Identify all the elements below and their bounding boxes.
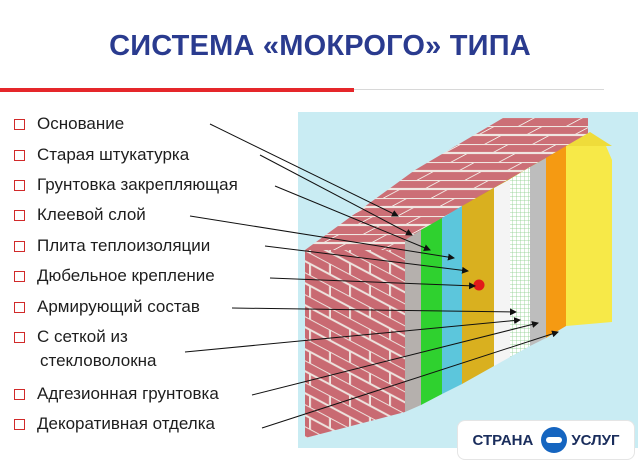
leader-line-gruntovka (274, 185, 431, 251)
watermark-badge: СТРАНА УСЛУГ (458, 421, 634, 459)
checkbox-icon (14, 179, 25, 191)
handshake-icon (541, 427, 568, 453)
layer-adhesion-primer (530, 158, 546, 346)
checkbox-icon (14, 240, 25, 252)
legend-label: Дюбельное крепление (37, 266, 215, 285)
leader-line-shtukaturka (259, 154, 413, 236)
checkbox-icon (14, 301, 25, 313)
legend-label: Старая штукатурка (37, 145, 190, 164)
layer-reinforcing (494, 179, 510, 366)
checkbox-icon (14, 418, 25, 430)
checkbox-icon (14, 388, 25, 400)
layer-adhesive (442, 206, 462, 394)
legend-label: Клеевой слой (37, 205, 146, 224)
legend-label: Армирующий состав (37, 297, 200, 316)
leader-line-kleevoy (189, 215, 455, 261)
legend-label: Адгезионная грунтовка (37, 384, 219, 403)
layer-decorative-mid (546, 146, 566, 338)
title-underline (0, 88, 354, 92)
layer-primer (421, 218, 442, 405)
leader-line-dekor (261, 330, 559, 429)
leader-line-osnovanie (209, 123, 399, 217)
badge-word-2: УСЛУГ (571, 431, 620, 449)
legend-item-plita: Плита теплоизоляции (14, 235, 210, 257)
legend-item-armir: Армирующий состав (14, 296, 200, 318)
legend-label: Плита теплоизоляции (37, 236, 211, 255)
wall-top-face (305, 118, 588, 250)
legend-label: Грунтовка закрепляющая (37, 175, 238, 194)
legend-item-dekor: Декоративная отделка (14, 413, 215, 435)
leader-line-adgez (251, 321, 539, 396)
layer-old-plaster (405, 230, 421, 412)
title-underline-thin (354, 89, 604, 90)
layer-decorative-finish (566, 146, 612, 326)
legend-item-gruntovka: Грунтовка закрепляющая (14, 174, 238, 196)
legend-item-kleevoy: Клеевой слой (14, 204, 146, 226)
page-title: СИСТЕМА «МОКРОГО» ТИПА (109, 30, 531, 62)
leader-line-dyubel (269, 277, 476, 290)
legend-item-osnovanie: Основание (14, 113, 124, 135)
legend-item-setka: С сеткой из (14, 326, 128, 348)
layer-finish-top (566, 132, 612, 146)
checkbox-icon (14, 209, 25, 221)
checkbox-icon (14, 331, 25, 343)
layer-mesh (510, 167, 530, 357)
badge-word-1: СТРАНА (472, 431, 534, 449)
leader-lines (184, 123, 559, 429)
legend-label-continued: стекловолокна (40, 351, 157, 370)
legend-label: Декоративная отделка (37, 414, 215, 433)
legend-label: С сеткой из (37, 327, 128, 346)
legend-item-adgez: Адгезионная грунтовка (14, 383, 219, 405)
legend-item-dyubel: Дюбельное крепление (14, 265, 215, 287)
checkbox-icon (14, 118, 25, 130)
leader-line-plita (264, 245, 469, 274)
legend-item-shtukaturka: Старая штукатурка (14, 144, 189, 166)
leader-line-setka (184, 317, 521, 353)
leader-line-armir (231, 307, 517, 316)
dowel-head (473, 279, 485, 291)
checkbox-icon (14, 149, 25, 161)
wall-front-face (305, 250, 405, 438)
checkbox-icon (14, 270, 25, 282)
legend-label: Основание (37, 114, 125, 133)
